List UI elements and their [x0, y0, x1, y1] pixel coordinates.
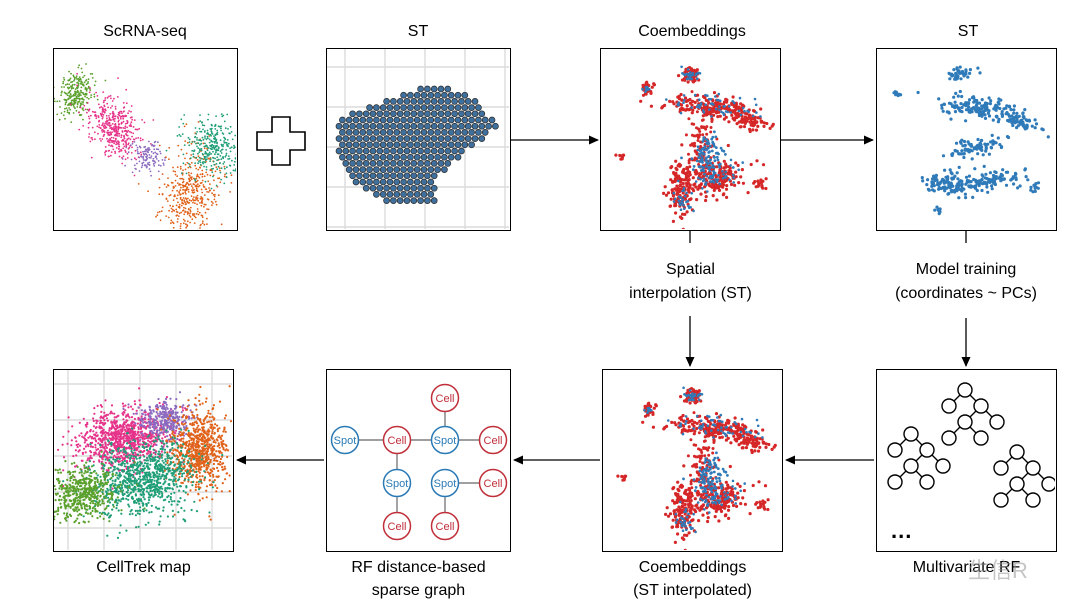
point-cluster — [137, 121, 233, 229]
point-cluster — [752, 177, 768, 191]
point-cluster — [122, 391, 199, 449]
point-cluster — [682, 386, 704, 402]
celltrek-map-plot — [54, 370, 232, 550]
cell-node: Cell — [478, 468, 508, 498]
point-cluster — [667, 413, 764, 439]
point-cluster — [943, 164, 1030, 200]
coembed-panel — [600, 48, 781, 231]
cell-node: Cell — [478, 425, 508, 455]
cell-node: Cell — [382, 511, 412, 541]
point-cluster — [916, 89, 1027, 124]
point-cluster — [727, 105, 775, 134]
coembedding-plot — [614, 65, 775, 229]
st-embedding-plot — [892, 65, 1050, 216]
cell-node: Cell — [430, 511, 460, 541]
spot-node: Spot — [430, 468, 460, 498]
st-input-title: ST — [407, 23, 429, 40]
coembed-title: Coembeddings — [638, 23, 746, 40]
point-cluster — [672, 179, 695, 213]
spatial-interp-label-1: Spatial — [666, 261, 715, 278]
spatial-interp-label-2: interpolation (ST) — [629, 285, 752, 302]
decision-tree-icon — [887, 382, 1055, 508]
point-cluster — [681, 143, 766, 203]
st-spots — [335, 85, 499, 204]
model-training-label-1: Model training — [915, 261, 1017, 278]
point-cluster — [643, 406, 653, 415]
spot-node: Spot — [430, 425, 460, 455]
point-cluster — [69, 72, 155, 177]
point-cluster — [1029, 181, 1041, 194]
point-cluster — [680, 130, 735, 176]
point-cluster — [121, 140, 166, 177]
spot-node: Spot — [382, 468, 412, 498]
point-cluster — [933, 205, 942, 216]
point-cluster — [696, 479, 746, 514]
st-spot-grid-plot — [327, 49, 509, 229]
point-cluster — [54, 450, 146, 525]
point-cluster — [614, 153, 626, 161]
point-cluster — [165, 113, 236, 190]
point-cluster — [54, 63, 107, 123]
coembed-interp-caption-2: (ST interpolated) — [633, 582, 752, 599]
st-embed-panel — [876, 48, 1057, 231]
graph-caption-1: RF distance-based — [351, 559, 486, 576]
spot-node: Spot — [330, 425, 360, 455]
rf-ellipsis: ... — [891, 518, 913, 543]
coembed-interp-caption-1: Coembeddings — [638, 559, 747, 576]
point-cluster — [674, 500, 697, 534]
cell-node: Cell — [382, 425, 412, 455]
point-cluster — [62, 427, 224, 539]
point-cluster — [682, 451, 737, 497]
st-input-panel — [326, 48, 511, 231]
scrna-panel — [53, 48, 238, 231]
point-cluster — [947, 65, 982, 81]
plus-icon — [255, 115, 307, 167]
celltrek-panel — [53, 369, 234, 552]
point-cluster — [892, 90, 903, 98]
celltrek-caption: CellTrek map — [96, 559, 191, 576]
graph-caption-2: sparse graph — [371, 582, 466, 599]
point-cluster — [649, 91, 763, 122]
point-cluster — [920, 165, 979, 200]
point-cluster — [639, 80, 656, 103]
point-cluster — [994, 108, 1050, 139]
coembed-interp-panel — [602, 369, 783, 552]
point-cluster — [616, 474, 628, 482]
point-cluster — [694, 158, 744, 193]
st-embed-title: ST — [957, 23, 979, 40]
point-cluster — [941, 133, 1011, 161]
point-cluster — [664, 464, 702, 550]
cell-node: Cell — [430, 383, 460, 413]
point-cluster — [665, 92, 762, 118]
point-cluster — [641, 401, 658, 424]
rf-caption: Multivariate RF — [912, 559, 1021, 576]
tree — [993, 444, 1055, 508]
graph-edges — [345, 398, 493, 526]
watermark: 生信R — [968, 558, 1028, 583]
point-cluster — [641, 85, 651, 94]
tree — [941, 382, 1005, 446]
model-training-label-2: (coordinates ~ PCs) — [895, 285, 1037, 302]
rf-panel: ... — [876, 369, 1057, 552]
scrna-umap-plot — [54, 63, 236, 229]
point-cluster — [754, 498, 770, 512]
point-cluster — [683, 464, 768, 524]
point-cluster — [156, 385, 232, 521]
point-cluster — [680, 65, 702, 81]
scrna-title: ScRNA-seq — [103, 23, 187, 40]
coembedding-interpolated-plot — [616, 386, 777, 550]
tree — [887, 426, 951, 490]
